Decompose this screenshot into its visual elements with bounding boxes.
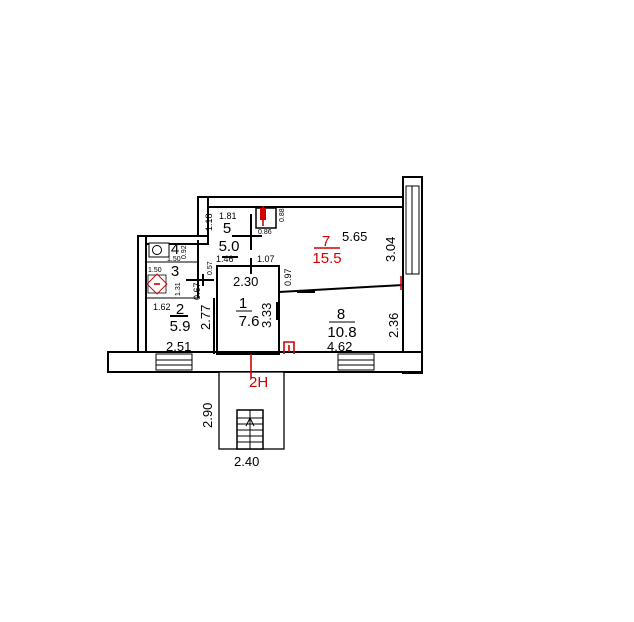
room-area: 5.9 — [170, 318, 191, 335]
dimension: 0.67 — [192, 282, 202, 300]
dimension: 2.40 — [234, 454, 259, 469]
room-area: 5.0 — [219, 238, 240, 255]
dimension: 0.57 — [207, 261, 214, 275]
dimension-labels: 5.65 3.04 2.36 4.62 3.33 2.30 2.77 2.51 … — [148, 208, 401, 469]
room-area: 10.8 — [327, 324, 356, 341]
dimension: 1.81 — [219, 211, 237, 221]
dimension: 0.86 — [258, 229, 272, 236]
room-8: 8 10.8 — [327, 306, 356, 341]
room-number: 2 — [176, 301, 184, 318]
dimension: 3.04 — [383, 237, 398, 262]
room-number: 5 — [223, 220, 231, 237]
entrance-label: 2Н — [249, 374, 268, 391]
room-number: 8 — [337, 306, 345, 323]
outer-walls — [107, 176, 423, 374]
room-number: 7 — [322, 233, 330, 250]
door-marker-icon — [283, 341, 295, 354]
dimension: 1.50 — [167, 256, 181, 263]
dimension: 2.90 — [200, 403, 215, 428]
dimension: 1.62 — [153, 302, 171, 312]
dimension: 3.33 — [259, 303, 274, 328]
room-number: 3 — [171, 263, 179, 280]
dimension: 1.46 — [216, 254, 234, 264]
room-5: 5 5.0 — [219, 220, 240, 255]
dimension: 1.31 — [175, 282, 182, 296]
dimension: 1.50 — [148, 267, 162, 274]
dimension: 2.36 — [386, 313, 401, 338]
room-2: 2 5.9 — [170, 301, 191, 335]
dimension: 2.30 — [233, 274, 258, 289]
dimension: 2.77 — [198, 305, 213, 330]
bathtub-icon — [146, 273, 168, 295]
dimension: 1.18 — [204, 213, 214, 231]
dimension: 0.92 — [181, 245, 188, 259]
room-area: 7.6 — [239, 313, 260, 330]
room-area: 15.5 — [312, 250, 341, 267]
ventilation-shaft-icon — [255, 206, 277, 229]
room-7: 7 15.5 — [312, 233, 341, 267]
dimension: 0.97 — [283, 268, 293, 286]
interior-walls — [146, 214, 404, 355]
toilet-icon — [148, 242, 170, 258]
room-1: 1 7.6 — [236, 295, 259, 330]
room-4: 4 — [171, 241, 179, 258]
room-number: 4 — [171, 241, 179, 258]
room-3: 3 — [171, 263, 179, 280]
dimension: 0.88 — [279, 208, 286, 222]
stairs-icon — [236, 409, 264, 450]
dimension: 4.62 — [327, 339, 352, 354]
dimension: 1.07 — [257, 254, 275, 264]
dimension: 5.65 — [342, 229, 367, 244]
room-number: 1 — [239, 295, 247, 312]
dimension: 2.51 — [166, 339, 191, 354]
